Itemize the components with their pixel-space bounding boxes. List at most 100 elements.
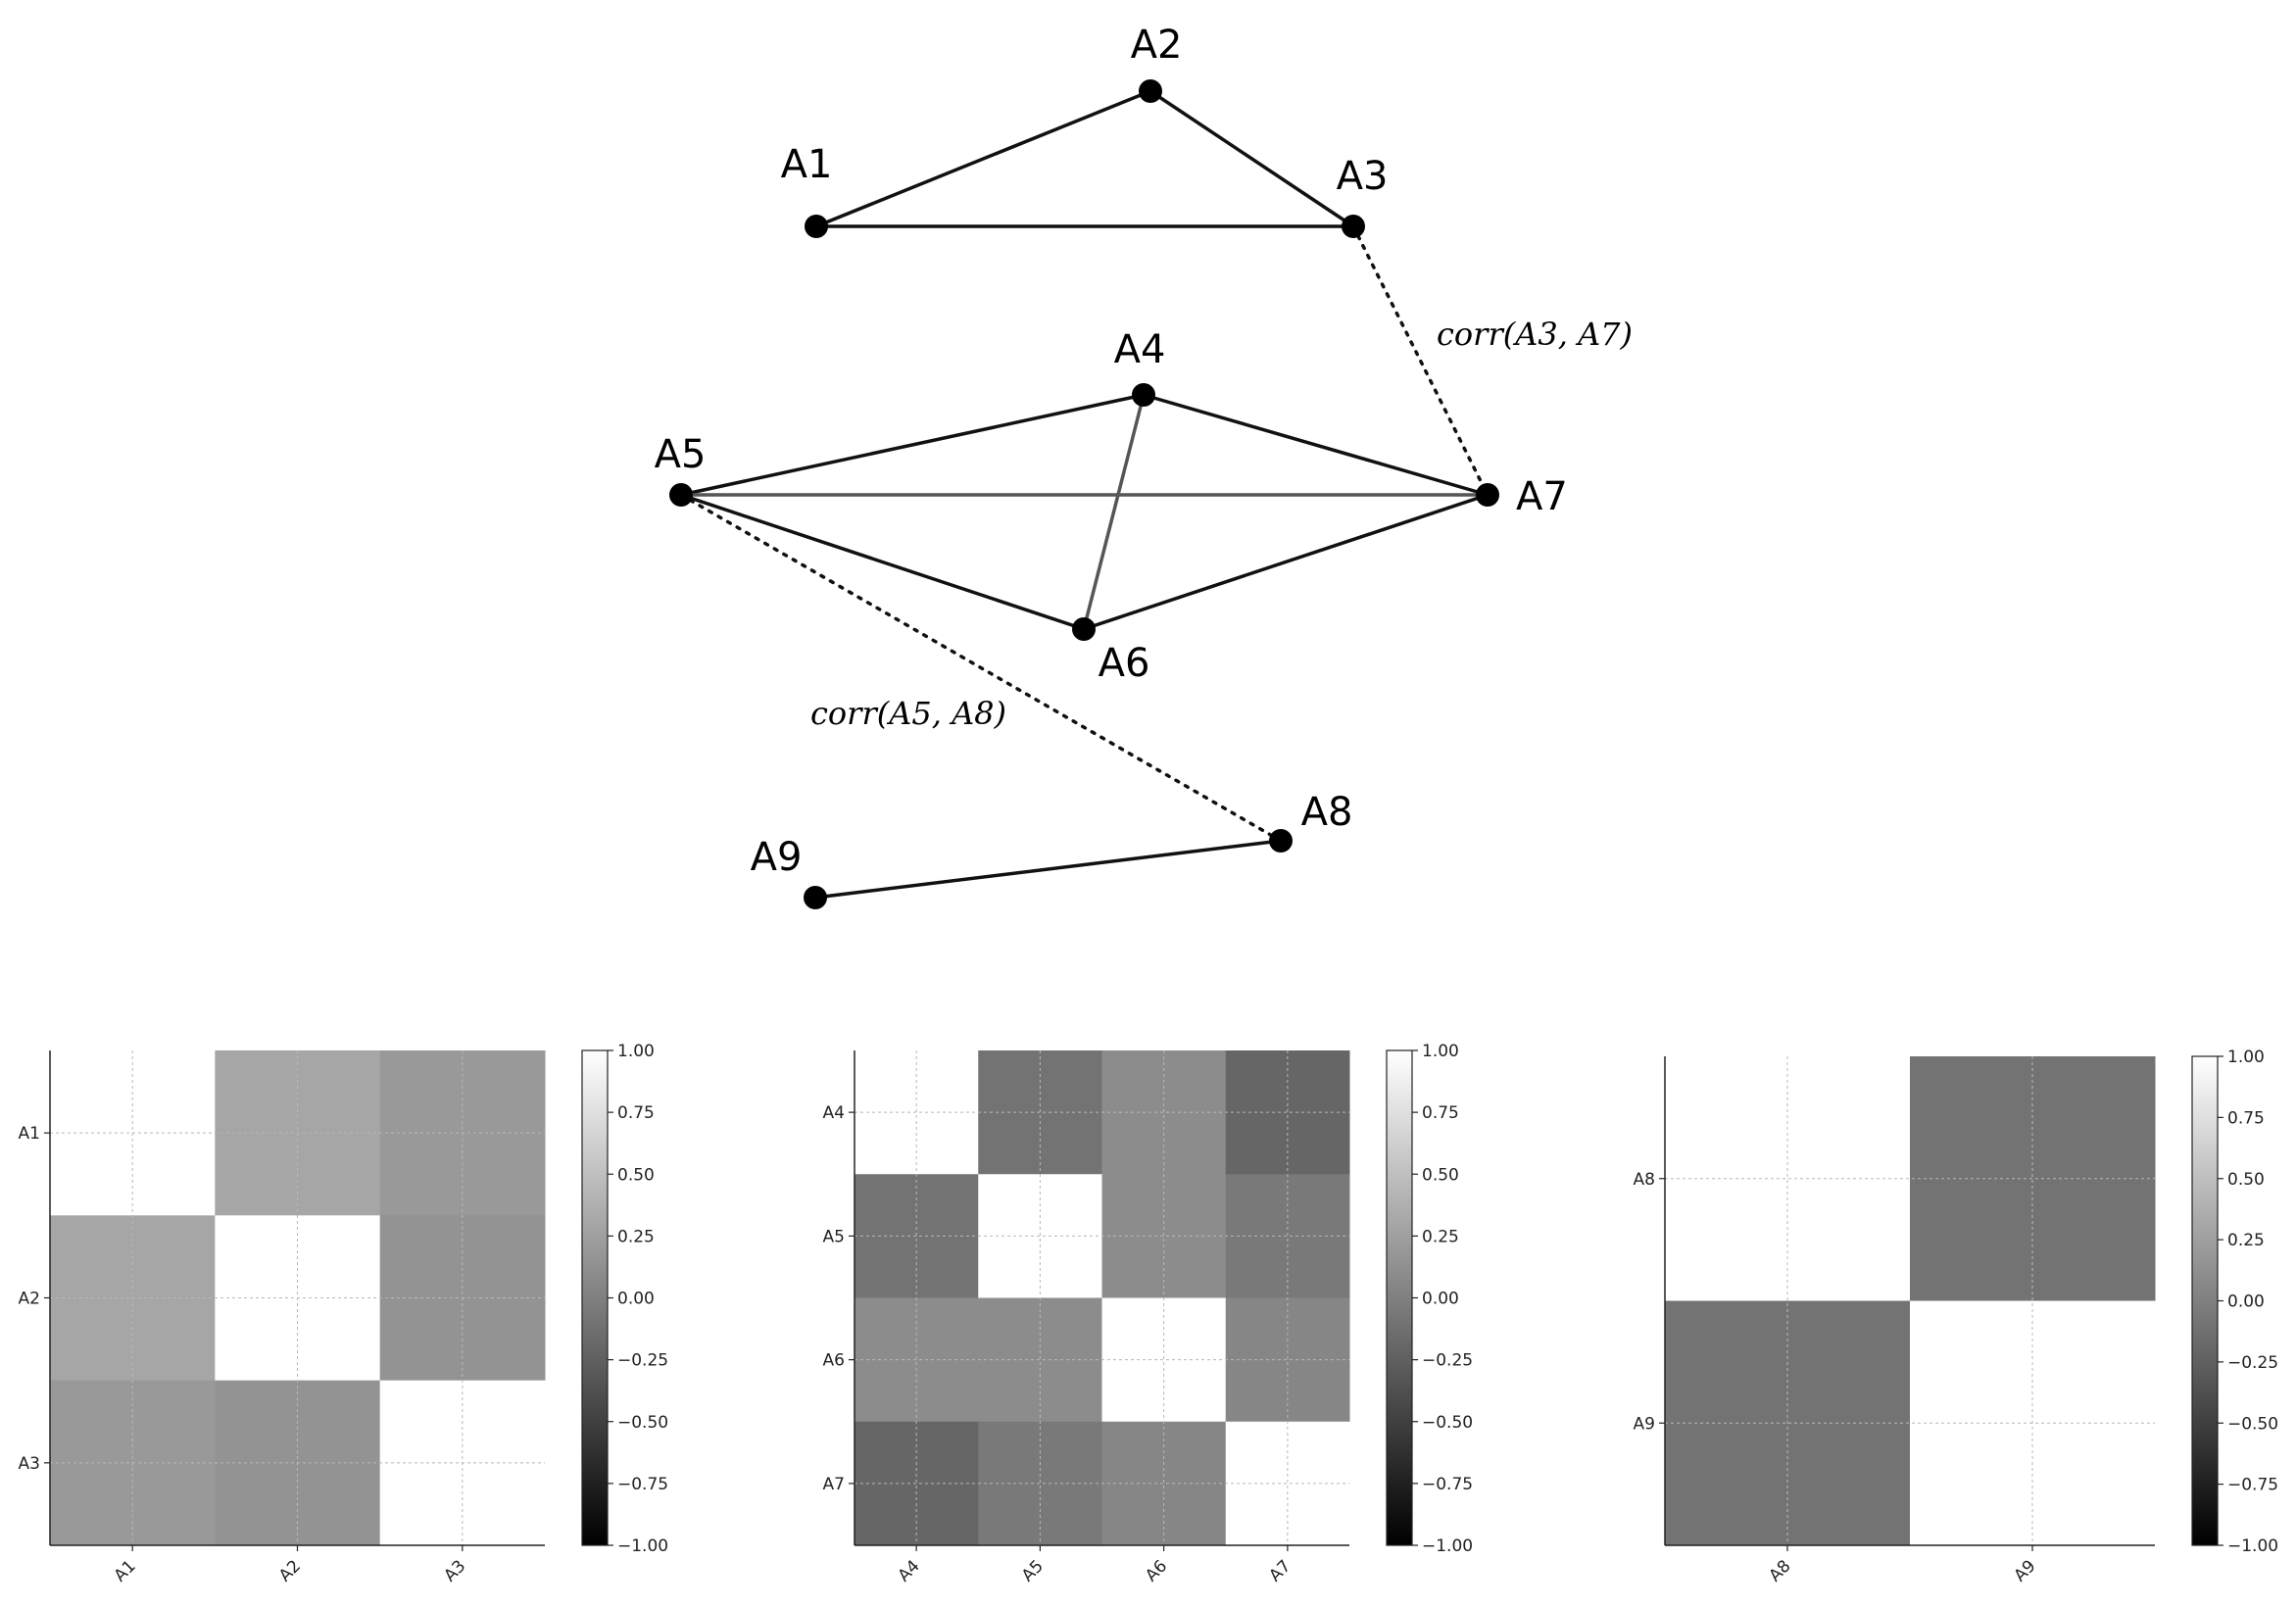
- colorbar-tick-label: −0.50: [617, 1413, 668, 1433]
- colorbar-tick-label: −0.25: [617, 1351, 668, 1371]
- colorbar-3: 1.00 0.75 0.50 0.25 0.00 −0.25 −0.50 −0.75 −1.00: [2191, 1048, 2278, 1556]
- y-tick-label: A7: [823, 1475, 845, 1494]
- node-a7: [1476, 483, 1499, 507]
- heatmap-panel-3: A8A8A9A91.000.750.500.250.00−0.25−0.50−0…: [1634, 1048, 2279, 1585]
- y-tick-label: A2: [19, 1290, 40, 1309]
- heatmap-panels: A1A1A2A2A3A31.000.750.500.250.00−0.25−0.…: [19, 1042, 2279, 1585]
- colorbar-tick-label: 0.75: [1422, 1103, 1459, 1123]
- colorbar-tick-label: 0.00: [1422, 1290, 1459, 1309]
- x-tick-label: A2: [275, 1556, 305, 1585]
- heatmap-cell: [1225, 1297, 1350, 1423]
- colorbar-tick-label: 0.75: [617, 1103, 655, 1123]
- heatmap-cell: [1101, 1174, 1227, 1298]
- colorbar-tick-label: −0.75: [1422, 1475, 1473, 1494]
- edge-a3-a7: [1351, 224, 1490, 497]
- node-label-a2: A2: [1131, 23, 1183, 68]
- x-tick-label: A3: [440, 1556, 469, 1585]
- edge-a5-a6: [680, 493, 1085, 631]
- node-a3: [1342, 215, 1365, 238]
- edge-a6-a7: [1083, 493, 1489, 631]
- y-tick-label: A6: [823, 1351, 845, 1371]
- node-a9: [804, 886, 827, 909]
- edge-label-a5-a8: corr(A5, A8): [810, 695, 1006, 732]
- colorbar-tick-label: 1.00: [1422, 1042, 1459, 1061]
- heatmap-cell: [1101, 1050, 1227, 1175]
- colorbar-tick-label: 0.75: [2227, 1108, 2265, 1128]
- y-tick-label: A5: [823, 1227, 845, 1246]
- colorbar-tick-label: 1.00: [617, 1042, 655, 1061]
- colorbar-tick-label: 0.00: [617, 1290, 655, 1309]
- edge-a5-a4: [680, 393, 1145, 497]
- node-a4: [1132, 383, 1155, 407]
- colorbar-tick-label: −0.25: [2227, 1353, 2278, 1373]
- y-tick-label: A1: [19, 1124, 40, 1144]
- colorbar-tick-label: 0.50: [617, 1165, 655, 1185]
- colorbar-tick-label: −1.00: [2227, 1536, 2278, 1556]
- x-tick-label: A9: [2011, 1556, 2040, 1585]
- x-tick-label: A4: [895, 1556, 924, 1585]
- y-tick-label: A4: [823, 1103, 845, 1123]
- colorbar-1: 1.00 0.75 0.50 0.25 0.00 −0.25 −0.50 −0.75 −1.00: [581, 1042, 668, 1556]
- x-tick-label: A8: [1766, 1556, 1795, 1585]
- node-label-a1: A1: [781, 142, 833, 187]
- colorbar-tick-label: 0.00: [2227, 1292, 2265, 1312]
- colorbar-tick-label: 1.00: [2227, 1048, 2265, 1067]
- edge-a4-a6: [1082, 394, 1146, 630]
- heatmap-cell: [855, 1050, 979, 1175]
- heatmap-panel-1: A1A1A2A2A3A31.000.750.500.250.00−0.25−0.…: [19, 1042, 669, 1585]
- heatmap-cell: [1665, 1056, 1911, 1301]
- heatmap-cell: [978, 1174, 1102, 1298]
- node-label-a3: A3: [1337, 154, 1389, 199]
- heatmap-cell: [1225, 1174, 1350, 1298]
- colorbar-tick-label: 0.50: [2227, 1170, 2265, 1190]
- edge-a5-a8: [679, 493, 1283, 843]
- colorbar-gradient: [2191, 1055, 2219, 1546]
- colorbar-tick-label: −0.50: [1422, 1413, 1473, 1433]
- edge-a1-a2: [815, 89, 1151, 228]
- y-tick-label: A9: [1634, 1414, 1655, 1434]
- heatmap-cell: [855, 1297, 979, 1423]
- heatmap-cell: [978, 1050, 1102, 1175]
- heatmap-cell: [1225, 1050, 1350, 1175]
- node-label-a5: A5: [655, 432, 707, 477]
- x-tick-label: A5: [1018, 1556, 1048, 1585]
- node-a6: [1072, 617, 1096, 641]
- heatmap-cell: [1101, 1421, 1227, 1546]
- edge-label-a3-a7: corr(A3, A7): [1437, 316, 1633, 353]
- colorbar-tick-label: 0.25: [1422, 1227, 1459, 1246]
- node-a2: [1139, 79, 1162, 103]
- colorbar-tick-label: −0.50: [2227, 1414, 2278, 1434]
- colorbar-tick-label: −0.75: [617, 1475, 668, 1494]
- heatmap-cell: [855, 1174, 979, 1298]
- heatmap-cell: [1101, 1297, 1227, 1423]
- colorbar-tick-label: −0.75: [2227, 1476, 2278, 1495]
- colorbar-2: 1.00 0.75 0.50 0.25 0.00 −0.25 −0.50 −0.75 −1.00: [1386, 1042, 1473, 1556]
- edge-a2-a3: [1149, 89, 1354, 228]
- colorbar-tick-label: −1.00: [1422, 1536, 1473, 1556]
- node-label-a8: A8: [1301, 790, 1353, 835]
- node-label-a7: A7: [1516, 474, 1568, 519]
- heatmap-cell: [978, 1421, 1102, 1546]
- heatmap-panel-2: A4A4A5A5A6A6A7A71.000.750.500.250.00−0.2…: [823, 1042, 1474, 1585]
- colorbar-tick-label: 0.25: [617, 1227, 655, 1246]
- colorbar-tick-label: −1.00: [617, 1536, 668, 1556]
- heatmap-cell: [855, 1421, 979, 1546]
- node-label-a4: A4: [1114, 327, 1166, 372]
- x-tick-label: A1: [111, 1556, 140, 1585]
- x-tick-label: A6: [1142, 1556, 1171, 1585]
- node-a1: [805, 215, 828, 238]
- colorbar-gradient: [1386, 1049, 1413, 1546]
- node-label-a6: A6: [1099, 641, 1150, 686]
- y-tick-label: A3: [19, 1454, 40, 1474]
- colorbar-tick-label: 0.25: [2227, 1231, 2265, 1250]
- colorbar-tick-label: 0.50: [1422, 1165, 1459, 1185]
- edge-a4-a7: [1143, 393, 1489, 497]
- node-label-a9: A9: [751, 835, 803, 880]
- colorbar-tick-label: −0.25: [1422, 1351, 1473, 1371]
- x-tick-label: A7: [1265, 1556, 1295, 1585]
- y-tick-label: A8: [1634, 1170, 1655, 1190]
- colorbar-gradient: [581, 1049, 609, 1546]
- node-a8: [1269, 829, 1293, 853]
- heatmap-cell: [1225, 1421, 1350, 1546]
